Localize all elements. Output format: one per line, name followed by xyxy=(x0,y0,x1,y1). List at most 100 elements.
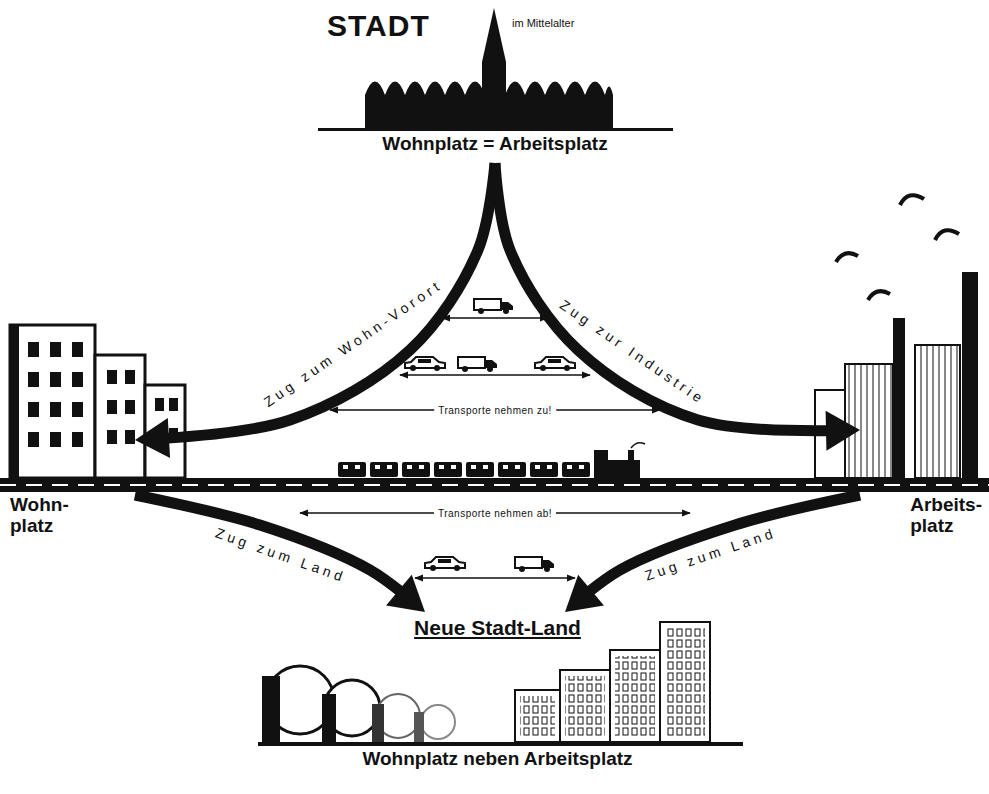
apartment-blocks-part xyxy=(50,402,61,417)
train-part xyxy=(338,462,366,477)
new-houses-part xyxy=(322,694,336,742)
apartment-blocks-part xyxy=(107,370,117,384)
double-arrow-part xyxy=(442,317,548,319)
train-part xyxy=(562,462,590,477)
apartment-blocks-part xyxy=(125,430,135,444)
flow-note: Transporte nehmen ab! xyxy=(434,507,556,520)
train-part xyxy=(370,462,398,477)
new-houses-part xyxy=(414,712,424,742)
new-buildings xyxy=(258,622,743,746)
train-part xyxy=(434,462,462,477)
vehicles-part xyxy=(515,557,554,572)
apartment-blocks-part xyxy=(72,432,83,447)
new-buildings-part xyxy=(610,650,660,742)
apartment-blocks-part xyxy=(72,372,83,387)
apartment-blocks-part xyxy=(72,342,83,357)
factory-part xyxy=(845,364,893,478)
vehicles xyxy=(405,299,575,572)
arrow-head xyxy=(826,411,860,451)
apartment-blocks-part xyxy=(28,372,39,387)
apartment-blocks-part xyxy=(107,400,117,414)
arrow-head xyxy=(565,575,604,612)
apartment-blocks-part xyxy=(50,432,61,447)
vehicles-part xyxy=(535,357,575,371)
town-title: STADT xyxy=(327,9,430,44)
section-heading: Neue Stadt-Land xyxy=(414,616,581,640)
edge-label: Zug zum Land xyxy=(643,524,779,584)
train-part xyxy=(402,462,430,477)
train-part xyxy=(530,462,558,477)
medieval-town xyxy=(318,8,673,131)
train-part xyxy=(498,462,526,477)
edge-label: Zug zur Industrie xyxy=(556,296,708,408)
new-houses-part xyxy=(421,705,455,739)
new-houses-part xyxy=(372,704,384,742)
new-buildings-part xyxy=(615,656,655,738)
apartment-blocks-part xyxy=(125,400,135,414)
factory xyxy=(815,195,978,478)
factory-part xyxy=(962,272,978,478)
new-buildings-part xyxy=(520,696,555,738)
apartment-blocks-part xyxy=(50,372,61,387)
apartment-blocks-part xyxy=(28,402,39,417)
factory-part xyxy=(915,345,960,478)
factory-part xyxy=(836,253,858,262)
railway-line xyxy=(0,478,989,492)
edge-label: Zug zum Wohn-Vorort xyxy=(261,276,446,410)
arrow-shaft xyxy=(565,495,860,612)
train-part xyxy=(631,443,645,448)
arrow-head xyxy=(386,575,425,612)
apartment-blocks-part xyxy=(28,342,39,357)
arrow-shaft xyxy=(135,495,425,612)
flow-arrow xyxy=(135,495,425,612)
new-buildings-part xyxy=(515,690,560,742)
apartment-blocks-part xyxy=(28,432,39,447)
new-buildings-part xyxy=(258,742,743,746)
factory-part xyxy=(900,195,924,205)
apartment-blocks-part xyxy=(125,370,135,384)
apartment-blocks-part xyxy=(50,342,61,357)
apartment-blocks xyxy=(10,325,185,478)
area-label: Arbeits- platz xyxy=(910,495,982,537)
town-caption: Wohnplatz = Arbeitsplatz xyxy=(382,133,607,155)
railway-line-part xyxy=(0,478,989,492)
vehicles-part xyxy=(405,357,445,371)
vehicles-part xyxy=(474,299,513,314)
flow-arrow xyxy=(565,495,860,612)
edge-label: Zug zum Land xyxy=(213,525,348,587)
new-houses-part xyxy=(262,676,280,742)
new-buildings-part xyxy=(560,670,610,742)
new-houses xyxy=(262,666,455,742)
industrial-area: Arbeits- platz xyxy=(860,300,985,540)
arrow-shaft xyxy=(495,163,860,431)
arrow-shaft xyxy=(135,163,495,440)
medieval-town-part xyxy=(482,8,506,100)
train-part xyxy=(466,462,494,477)
medieval-town-part xyxy=(318,128,673,131)
factory-part xyxy=(868,291,890,300)
vehicles-part xyxy=(425,557,465,571)
apartment-blocks-part xyxy=(169,398,178,411)
new-town-country: Neue Stadt-LandWohnplatz neben Arbeitspl… xyxy=(250,612,745,780)
apartment-blocks-part xyxy=(72,402,83,417)
factory-part xyxy=(893,318,905,478)
double-arrow-part xyxy=(400,374,590,376)
area-label: Wohn- platz xyxy=(10,495,69,537)
apartment-blocks-part xyxy=(155,398,164,411)
train-part xyxy=(628,450,634,460)
factory-part xyxy=(935,230,959,240)
era-note: im Mittelalter xyxy=(512,17,574,30)
apartment-blocks-part xyxy=(107,430,117,444)
new-buildings-part xyxy=(665,628,705,738)
section-caption: Wohnplatz neben Arbeitsplatz xyxy=(362,748,632,770)
apartment-blocks-part xyxy=(95,355,145,478)
double-arrow-part xyxy=(415,577,575,579)
apartment-blocks-part xyxy=(10,325,19,478)
arrow-head xyxy=(135,418,170,458)
train-part xyxy=(594,460,640,478)
residential-area: Wohn- platz xyxy=(5,320,135,540)
apartment-blocks-part xyxy=(10,325,95,478)
